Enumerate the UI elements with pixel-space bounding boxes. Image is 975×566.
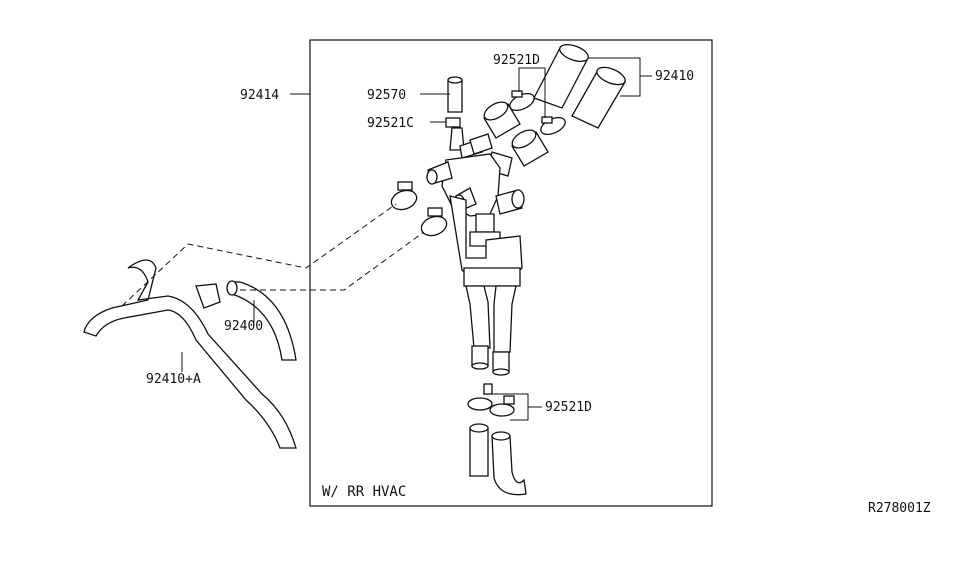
label-92521d-bottom: 92521D <box>545 400 592 415</box>
routing-dash-lower <box>240 231 425 291</box>
label-92400: 92400 <box>224 319 263 334</box>
label-92414: 92414 <box>240 88 279 103</box>
clamp-left-upper <box>390 181 418 211</box>
routing-dash-upper <box>121 203 397 307</box>
y-pipe-manifold <box>449 195 523 376</box>
label-92410: 92410 <box>655 69 694 84</box>
label-92570: 92570 <box>367 88 406 103</box>
hose-92400 <box>195 280 297 361</box>
hose-bottom-right <box>491 431 527 496</box>
label-92410a: 92410+A <box>146 372 201 387</box>
hose-bottom-left <box>469 423 489 477</box>
leader-92410 <box>588 57 652 97</box>
clamp-92521d-top-b <box>540 116 566 136</box>
hose-coupler-left <box>483 101 521 139</box>
note-with-rear-hvac: W/ RR HVAC <box>322 484 406 500</box>
hose-92410-a <box>83 259 297 449</box>
clamp-92521d-bottom-a <box>467 383 493 411</box>
leader-92521d-bottom <box>492 393 542 421</box>
clamp-92521d-bottom-b <box>489 395 515 417</box>
diagram-code: R278001Z <box>868 501 931 516</box>
leader-92521d-top <box>518 67 546 118</box>
clamp-left-lower <box>420 207 448 237</box>
hose-coupler-right <box>511 129 549 167</box>
label-92521d-top: 92521D <box>493 53 540 68</box>
detail-frame <box>309 39 713 507</box>
label-92521c: 92521C <box>367 116 414 131</box>
clamp-92521d-top-a <box>509 90 535 112</box>
hose-92410-lower <box>571 66 626 129</box>
